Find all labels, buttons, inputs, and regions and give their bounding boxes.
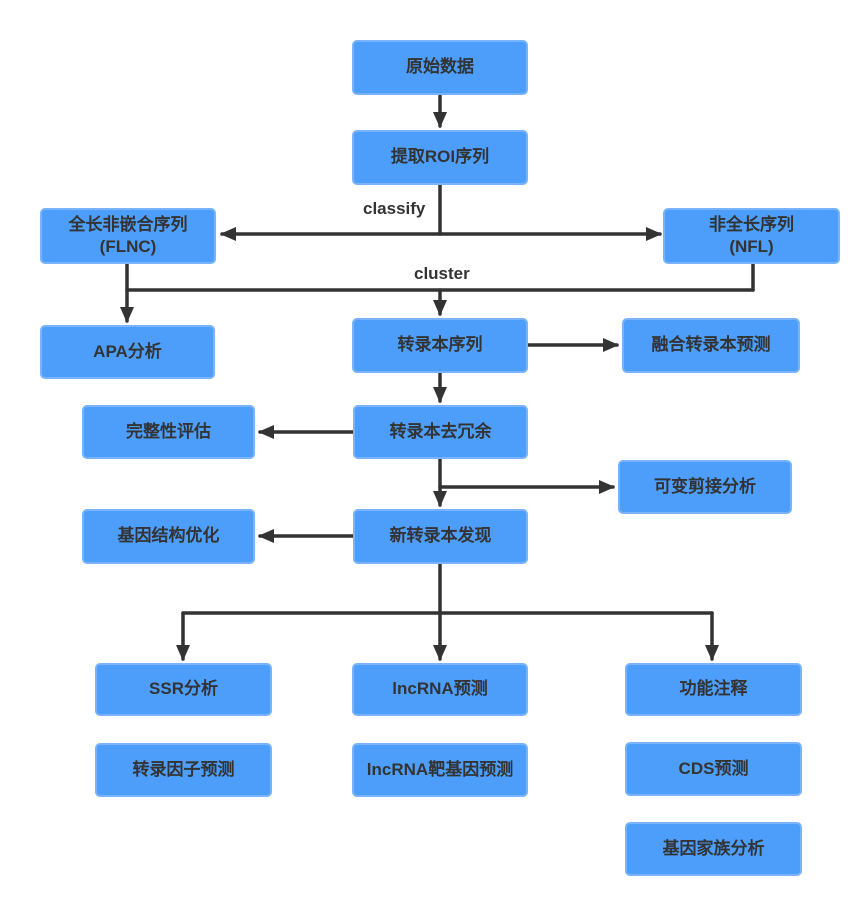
node-raw-data: 原始数据 bbox=[352, 40, 528, 95]
node-functional-annotation: 功能注释 bbox=[625, 663, 802, 716]
node-transcript-seq: 转录本序列 bbox=[352, 318, 528, 373]
node-apa-label: APA分析 bbox=[93, 341, 162, 361]
node-fusion-prediction-label: 融合转录本预测 bbox=[651, 335, 771, 355]
node-cds-prediction: CDS预测 bbox=[625, 742, 802, 796]
node-apa: APA分析 bbox=[40, 325, 215, 379]
node-transcript-seq-label: 转录本序列 bbox=[397, 335, 483, 355]
node-flnc-sublabel: (FLNC) bbox=[99, 237, 157, 256]
node-gene-family-analysis-label: 基因家族分析 bbox=[662, 838, 765, 858]
node-raw-data-label: 原始数据 bbox=[406, 57, 474, 77]
node-dedup: 转录本去冗余 bbox=[353, 405, 528, 459]
node-gene-structure-opt-label: 基因结构优化 bbox=[117, 526, 220, 546]
node-lncrna-prediction-label: lncRNA预测 bbox=[392, 679, 488, 699]
node-nfl-label: 非全长序列 bbox=[709, 214, 794, 234]
node-tf-prediction: 转录因子预测 bbox=[95, 743, 272, 797]
node-cds-prediction-label: CDS预测 bbox=[678, 758, 749, 778]
node-ssr: SSR分析 bbox=[95, 663, 272, 716]
edge-label-cluster: cluster bbox=[414, 264, 470, 283]
node-novel-transcript-label: 新转录本发现 bbox=[389, 526, 492, 546]
node-flnc: 全长非嵌合序列 (FLNC) bbox=[40, 208, 216, 264]
node-gene-structure-opt: 基因结构优化 bbox=[82, 509, 255, 564]
node-integrity-eval: 完整性评估 bbox=[82, 405, 255, 459]
node-alt-splicing-label: 可变剪接分析 bbox=[654, 476, 756, 496]
node-dedup-label: 转录本去冗余 bbox=[389, 421, 492, 441]
node-gene-family-analysis: 基因家族分析 bbox=[625, 822, 802, 876]
node-alt-splicing: 可变剪接分析 bbox=[618, 460, 792, 514]
node-lncrna-target-prediction-label: lncRNA靶基因预测 bbox=[366, 759, 514, 779]
node-ssr-label: SSR分析 bbox=[149, 679, 218, 699]
node-tf-prediction-label: 转录因子预测 bbox=[132, 759, 235, 779]
node-extract-roi-label: 提取ROI序列 bbox=[390, 147, 490, 167]
node-novel-transcript: 新转录本发现 bbox=[353, 509, 528, 564]
node-integrity-eval-label: 完整性评估 bbox=[126, 421, 211, 441]
node-nfl-sublabel: (NFL) bbox=[729, 237, 774, 256]
node-nfl: 非全长序列 (NFL) bbox=[663, 208, 840, 264]
node-fusion-prediction: 融合转录本预测 bbox=[622, 318, 800, 373]
node-lncrna-prediction: lncRNA预测 bbox=[352, 663, 528, 716]
edge-label-classify: classify bbox=[363, 199, 426, 218]
node-lncrna-target-prediction: lncRNA靶基因预测 bbox=[352, 743, 528, 797]
node-extract-roi: 提取ROI序列 bbox=[352, 130, 528, 185]
node-flnc-label: 全长非嵌合序列 bbox=[68, 214, 188, 234]
node-functional-annotation-label: 功能注释 bbox=[679, 679, 748, 699]
